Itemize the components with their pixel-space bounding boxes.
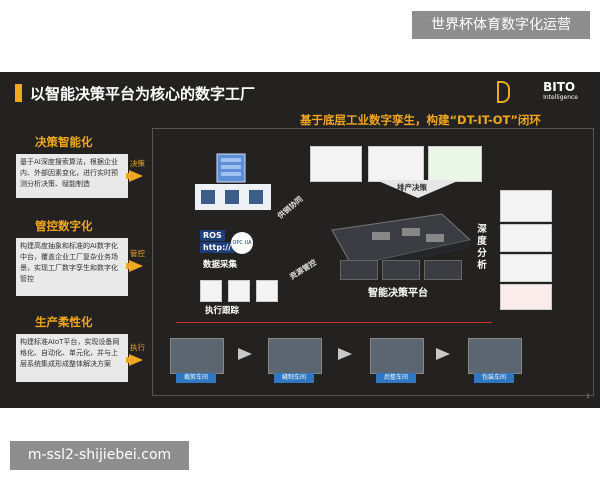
arrow-right-icon [436,348,450,360]
supply-chain-illustration [195,153,271,210]
workshop-label-sewing: 缝制车间 [274,373,314,383]
watermark-top: 世界杯体育数字化运营 [412,11,590,39]
workshop-label-packaging: 包装车间 [474,373,514,383]
arrow-label-decision: 决策 [130,159,145,168]
opc-ua-logo: OPC UA [231,232,253,254]
screen-thumbnail [428,146,482,182]
logo-text: BITO [543,80,576,94]
label-execution-tracking: 执行跟踪 [205,306,240,316]
label-scheduling: 排产决策 [397,183,427,192]
section-text-flexible: 构建标准AIoT平台，实现设备网格化、自动化、单元化，并与上层系统集成形成整体解… [16,334,128,382]
title-bar-accent [15,84,22,102]
workshop-label-finishing: 后整车间 [376,373,416,383]
arrow-label-execute: 执行 [130,343,145,352]
workshop-label-cutting: 裁剪车间 [176,373,216,383]
slide-subtitle: 基于底层工业数字孪生，构建“DT-IT-OT”闭环 [300,113,541,127]
ros-logo: ROS [200,230,225,241]
watermark-bottom: m-ssl2-shijiebei.com [10,441,189,470]
section-title-decision: 决策智能化 [35,135,93,149]
arrow-right-icon [129,354,143,366]
analysis-chart [500,254,552,282]
slide-title: 以智能决策平台为核心的数字工厂 [30,85,256,103]
workshop-photo-cutting [170,338,224,374]
section-title-control: 管控数字化 [35,219,93,233]
arrow-right-icon [338,348,352,360]
section-text-decision: 基于AI深度搜索算法，根据企业内、外部因素变化，进行实时预测分析决策、赋能制造 [16,154,128,198]
arrow-right-icon [129,260,143,272]
page-number: 1 [586,393,590,400]
device-card [200,280,222,302]
section-title-flexible: 生产柔性化 [35,315,93,329]
bito-logo-icon [497,81,510,103]
platform-illustration [331,213,472,274]
arrow-label-control: 管控 [130,249,145,258]
logo-subtext: Intelligence [543,94,578,101]
device-card [228,280,250,302]
analysis-chart [500,284,552,310]
slide: 以智能决策平台为核心的数字工厂 BITO Intelligence 基于底层工业… [0,72,600,408]
workshop-photo-sewing [268,338,322,374]
diagram-frame [152,128,594,396]
screen-thumbnail [368,146,424,182]
connector-line [176,322,492,323]
monitor-screen [340,260,378,280]
workshop-photo-finishing [370,338,424,374]
screen-thumbnail [310,146,362,182]
monitor-screen [424,260,462,280]
http-logo: http:// [200,242,235,253]
monitor-screen [382,260,420,280]
analysis-chart [500,190,552,222]
funnel-icon [376,180,460,198]
bito-logo: BITO Intelligence [543,80,578,101]
label-deep-analysis: 深度分析 [477,224,487,271]
arrow-right-icon [238,348,252,360]
arrow-right-icon [129,170,143,182]
label-data-collection: 数据采集 [203,260,238,270]
label-platform: 智能决策平台 [368,288,428,299]
analysis-chart [500,224,552,252]
workshop-photo-packaging [468,338,522,374]
section-text-control: 构建高度抽象和标准的AI数字化中台，覆盖企业工厂复杂业务场景，实现工厂数字孪生和… [16,238,128,296]
device-card [256,280,278,302]
